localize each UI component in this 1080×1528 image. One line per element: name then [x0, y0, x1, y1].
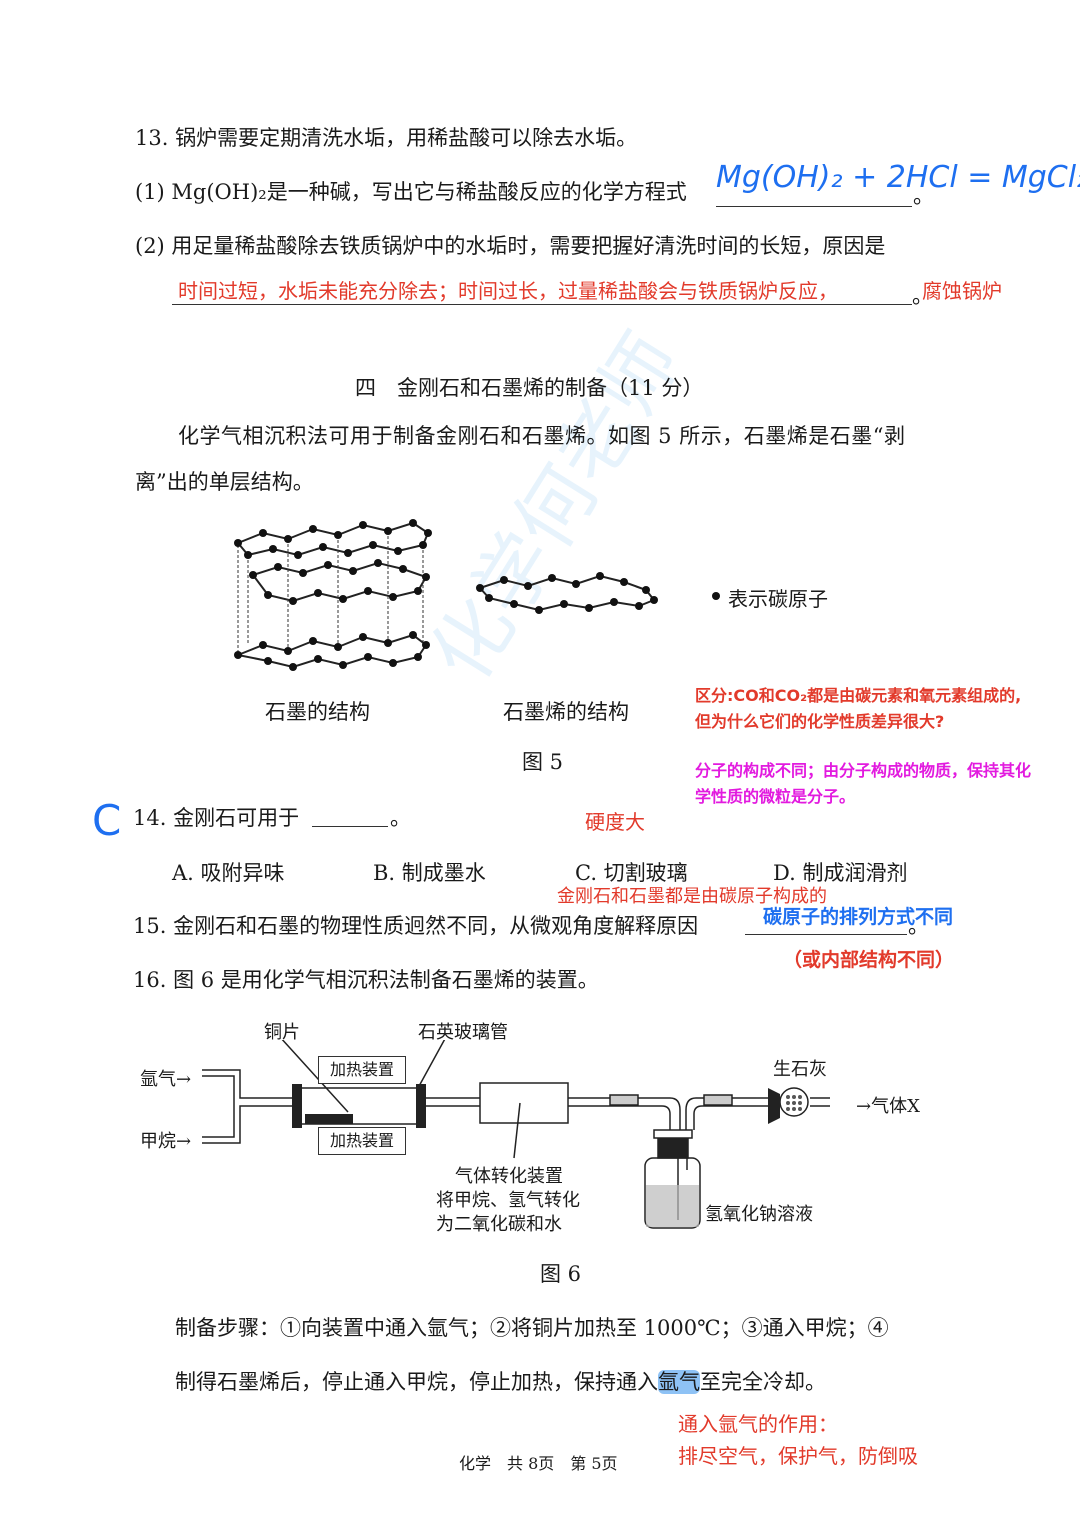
- figure5-caption: 图 5: [522, 750, 564, 774]
- carbon-atom-legend-dot-icon: [712, 592, 720, 600]
- q15-answer-alt: （或内部结构不同）: [783, 949, 955, 971]
- q14-option-c: C. 切割玻璃: [575, 861, 688, 885]
- argon-inlet-label: 氩气→: [140, 1069, 192, 1090]
- naoh-solution-label: 氢氧化钠溶液: [705, 1204, 813, 1225]
- q14-option-d: D. 制成润滑剂: [773, 861, 908, 885]
- q13-part1-answer: Mg(OH)₂ + 2HCl = MgCl₂+2H₂O: [716, 160, 1080, 195]
- q13-part2-end: 。: [912, 284, 933, 308]
- q14-option-a: A. 吸附异味: [172, 861, 285, 885]
- graphite-structure-diagram: [234, 519, 432, 671]
- steps-line2-part-b: 至完全冷却。: [700, 1370, 826, 1394]
- cvd-apparatus-diagram: [202, 1040, 830, 1229]
- copper-label: 铜片: [264, 1022, 300, 1043]
- graphite-label: 石墨的结构: [265, 700, 370, 724]
- carbon-atom-legend: 表示碳原子: [728, 587, 828, 611]
- figure6-caption: 图 6: [540, 1262, 582, 1286]
- q15-note: 金刚石和石墨都是由碳原子构成的: [557, 886, 827, 907]
- molecule-note-line1: 分子的构成不同；由分子构成的物质，保持其化: [695, 761, 1032, 780]
- section-intro-line1: 化学气相沉积法可用于制备金刚石和石墨烯。如图 5 所示，石墨烯是石墨“剥: [178, 424, 906, 448]
- steps-line1: 制备步骤：①向装置中通入氩气；②将铜片加热至 1000℃；③通入甲烷；④: [175, 1316, 889, 1340]
- heater-bottom: 加热装置: [318, 1127, 406, 1155]
- q13-part1: (1) Mg(OH)₂是一种碱，写出它与稀盐酸反应的化学方程式: [135, 180, 687, 204]
- q14-end: 。: [390, 806, 411, 830]
- q14-stem: 14. 金刚石可用于: [133, 806, 300, 830]
- section-title: 四 金刚石和石墨烯的制备（11 分）: [355, 376, 704, 400]
- q13-part2-answer-tail: 腐蚀锅炉: [922, 279, 1002, 303]
- q14-option-b: B. 制成墨水: [373, 861, 486, 885]
- q13-part1-blank: [716, 206, 912, 207]
- q15-end: 。: [908, 914, 929, 938]
- page-footer: 化学 共 8页 第 5页: [459, 1454, 618, 1473]
- converter-label-line3: 为二氧化碳和水: [436, 1214, 562, 1235]
- steps-line2: 制得石墨烯后，停止通入甲烷，停止加热，保持通入氩气至完全冷却。: [175, 1366, 826, 1396]
- q16-stem: 16. 图 6 是用化学气相沉积法制备石墨烯的装置。: [133, 968, 599, 992]
- co-note-line2: 但为什么它们的化学性质差异很大?: [695, 712, 945, 731]
- co-note-line1: 区分:CO和CO₂都是由碳元素和氧元素组成的,: [695, 686, 1022, 705]
- argon-role-note-line2: 排尽空气，保护气，防倒吸: [678, 1444, 918, 1468]
- quartz-tube-label: 石英玻璃管: [418, 1022, 508, 1043]
- graphene-structure-diagram: [476, 572, 658, 614]
- argon-role-note-line1: 通入氩气的作用：: [678, 1412, 838, 1436]
- q14-hint: 硬度大: [585, 810, 645, 834]
- q15-stem: 15. 金刚石和石墨的物理性质迥然不同，从微观角度解释原因: [133, 914, 699, 938]
- q13-part2: (2) 用足量稀盐酸除去铁质锅炉中的水垢时，需要把握好清洗时间的长短，原因是: [135, 234, 886, 258]
- methane-inlet-label: 甲烷→: [140, 1131, 192, 1152]
- gas-x-outlet-label: →气体X: [856, 1096, 920, 1117]
- molecule-note-line2: 学性质的微粒是分子。: [695, 787, 856, 806]
- steps-line2-part-a: 制得石墨烯后，停止通入甲烷，停止加热，保持通入: [175, 1370, 658, 1394]
- argon-highlight: 氩气: [658, 1370, 700, 1394]
- q15-blank: [745, 934, 907, 935]
- q14-blank: [312, 826, 388, 827]
- watermark: 化学何老师: [415, 318, 699, 698]
- q14-answer-mark: C: [92, 796, 122, 845]
- q15-answer: 碳原子的排列方式不同: [763, 906, 954, 928]
- heater-top: 加热装置: [318, 1056, 406, 1084]
- q13-part1-end: 。: [913, 184, 934, 208]
- q13-stem: 13. 锅炉需要定期清洗水垢，用稀盐酸可以除去水垢。: [135, 126, 638, 150]
- quicklime-label: 生石灰: [773, 1059, 827, 1080]
- converter-label-line2: 将甲烷、氢气转化: [436, 1190, 580, 1211]
- graphene-label: 石墨烯的结构: [503, 700, 629, 724]
- converter-label-line1: 气体转化装置: [455, 1166, 563, 1187]
- q13-part2-blank: [172, 304, 912, 305]
- q13-part2-answer: 时间过短，水垢未能充分除去；时间过长，过量稀盐酸会与铁质锅炉反应，: [178, 279, 838, 303]
- section-intro-line2: 离”出的单层结构。: [135, 470, 314, 494]
